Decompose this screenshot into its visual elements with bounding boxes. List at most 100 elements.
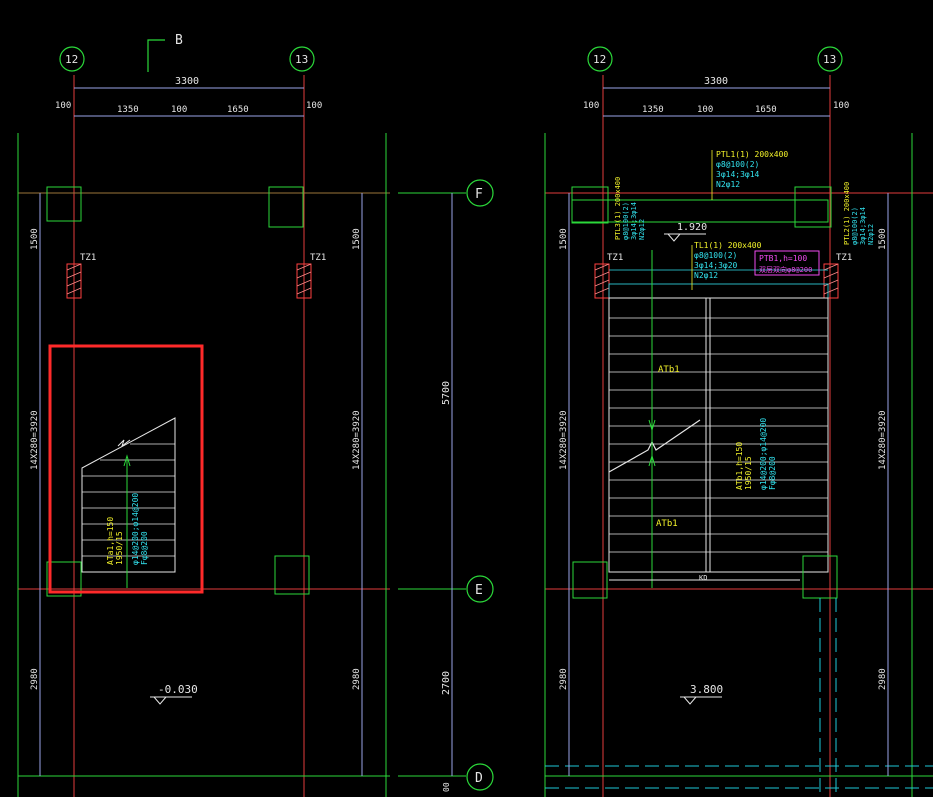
- elevation-text: -0.030: [158, 683, 198, 696]
- stair-tag: 1950/15: [115, 531, 124, 565]
- beam-tag-tl1: φ8@100(2): [694, 251, 737, 260]
- stair-treads: [82, 443, 175, 557]
- dimension-text: 1500: [559, 228, 569, 250]
- tz1-hatch: [823, 263, 839, 295]
- flight-rebar: φ14@200;φ14@200: [759, 418, 768, 490]
- dimension-text: 1500: [878, 228, 888, 250]
- beam-tag-tl1: 3φ14;3φ20: [694, 261, 738, 270]
- dimension-text: 1350: [642, 105, 664, 115]
- dimension-text: 2980: [352, 668, 362, 690]
- bottom-marker: KD: [699, 574, 707, 582]
- dimension-text: 2980: [878, 668, 888, 690]
- dimension-text: 100: [55, 101, 71, 111]
- grid-bubble-F: [466, 179, 494, 207]
- dimension-text: 3300: [704, 76, 728, 87]
- beam-tag-ptl2: φ8@100(2): [851, 207, 859, 245]
- beam-tag-ptl1: φ8@100(2): [716, 160, 759, 169]
- tz1-column: [823, 263, 839, 299]
- dimension-text: 1650: [227, 105, 249, 115]
- beam-tag-ptl1: PTL1(1) 200x400: [716, 150, 788, 159]
- landing-beam: [608, 283, 829, 299]
- column-box: [46, 186, 82, 222]
- selection-highlight-box[interactable]: [48, 344, 204, 594]
- beam-tag-ptl1: 3φ14;3φ14: [716, 170, 760, 179]
- beam-tag-ptl2: 3φ14;3φ14: [859, 207, 867, 245]
- column-box: [794, 186, 832, 228]
- tz1-column: [296, 263, 312, 299]
- elevation-text: 3.800: [690, 683, 723, 696]
- grid-bubble-E: [466, 575, 494, 603]
- section-label: B: [175, 33, 183, 48]
- dimension-text: 1500: [30, 228, 40, 250]
- dimension-text: 14X280=3920: [878, 410, 888, 470]
- middle-axis-band: 5700 2700 00 F E D: [398, 179, 494, 792]
- dimension-text: 100: [833, 101, 849, 111]
- left-stair-plan: TZ1 TZ1 3300 100 1350 100 1650 100 1500 …: [17, 33, 390, 797]
- walk-arrow: [648, 454, 656, 467]
- right-stair-plan: TZ1 TZ1 ATb1 ATb1 A: [544, 46, 933, 797]
- stair-tag: ATa1,h=150: [106, 517, 115, 565]
- flight-rebar: Fφ8@200: [768, 456, 777, 490]
- flight-label: ATb1: [658, 365, 680, 375]
- grid-bubble-12: [587, 46, 613, 72]
- dimension-text: 2980: [30, 668, 40, 690]
- column-tag: TZ1: [607, 253, 623, 263]
- column-tag: TZ1: [836, 253, 852, 263]
- grid-bubble-D: [466, 763, 494, 791]
- beam-tag-tl1: N2φ12: [694, 271, 718, 280]
- grid-label: E: [475, 583, 483, 598]
- grid-label: 12: [593, 53, 606, 66]
- dimension-text: 100: [583, 101, 599, 111]
- dimension-text: 1350: [117, 105, 139, 115]
- tz1-hatch: [296, 263, 312, 295]
- grid-label: 12: [65, 53, 78, 66]
- slab-tag: PTB1,h=100: [759, 254, 807, 263]
- tz1-hatch: [594, 263, 610, 295]
- stair-rebar: Fφ8@200: [140, 531, 149, 565]
- dimension-text: 14X280=3920: [559, 410, 569, 470]
- column-tag: TZ1: [80, 253, 96, 263]
- beam-tag-ptl3: φ8@100(2): [622, 202, 630, 240]
- landing-elevation: 1.920: [677, 222, 707, 233]
- grid-label: F: [475, 187, 483, 202]
- grid-label: D: [475, 771, 483, 786]
- grid-bubble-13: [817, 46, 843, 72]
- dimension-text: 1500: [352, 228, 362, 250]
- slab-tag-box: [754, 250, 820, 276]
- beam-tag-ptl2: PTL2(1) 200x400: [843, 182, 851, 245]
- elevation-symbol: [664, 233, 706, 242]
- column-box: [571, 186, 609, 224]
- beam-tag-ptl3: PTL3(1) 200x400: [614, 177, 622, 240]
- beam-outline: [571, 199, 829, 223]
- grid-label: 13: [823, 53, 836, 66]
- break-mark: [117, 439, 131, 448]
- dimension-text: 2700: [441, 671, 452, 695]
- column-box: [274, 555, 310, 595]
- column-tag: TZ1: [310, 253, 326, 263]
- dimension-text: 5700: [441, 381, 452, 405]
- stair-rebar: φ14@200;φ14@200: [131, 493, 140, 565]
- dimension-text: 100: [697, 105, 713, 115]
- dashed-beams: [545, 598, 933, 797]
- column-box: [46, 561, 82, 597]
- dimension-text: 14X280=3920: [30, 410, 40, 470]
- grid-bubble-12: [59, 46, 85, 72]
- flight-tag: 1950/15: [744, 456, 753, 490]
- elevation-symbol: [150, 696, 192, 705]
- beam-tag-ptl3: 3φ14;3φ14: [630, 202, 638, 240]
- beam-tag-ptl2: N2φ12: [867, 224, 875, 245]
- walk-arrow: [123, 454, 131, 467]
- walk-arrow: [648, 419, 656, 432]
- tz1-column: [594, 263, 610, 299]
- elevation-symbol: [680, 696, 722, 705]
- flight-tag: ATb1,h=150: [735, 442, 744, 490]
- grid-label: 13: [295, 53, 308, 66]
- beam-tag-tl1: TL1(1) 200x400: [694, 241, 762, 250]
- dimension-text: 2980: [559, 668, 569, 690]
- flight-label: ATb1: [656, 519, 678, 529]
- column-box: [268, 186, 304, 228]
- stair-outline: [81, 417, 176, 573]
- dimension-text: 100: [171, 105, 187, 115]
- stair-flight-outline: [608, 297, 829, 573]
